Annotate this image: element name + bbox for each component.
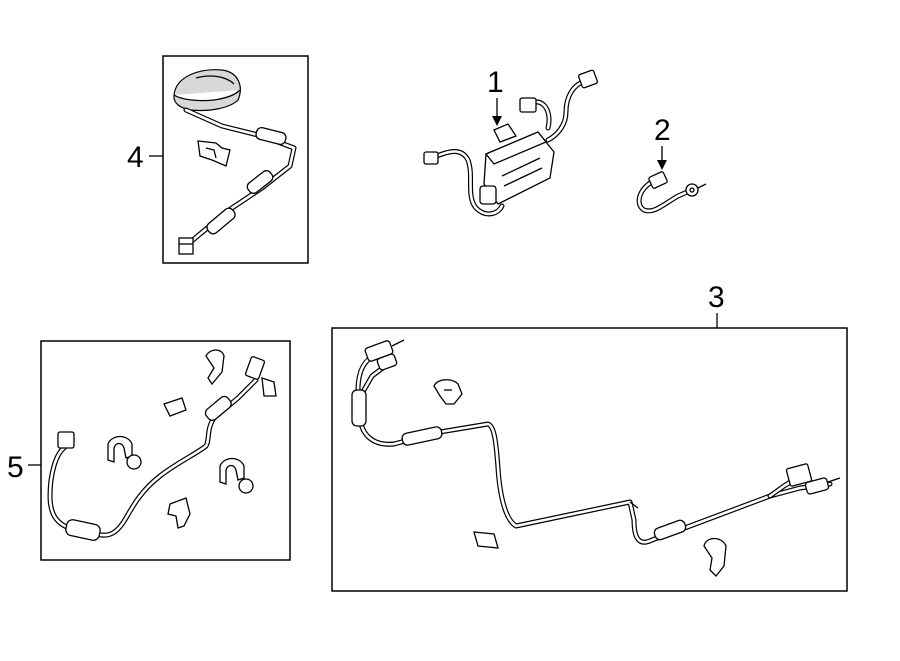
callout-4-label: 4 — [127, 141, 144, 174]
part-2-group[interactable]: 2 — [636, 114, 707, 214]
callout-2-label: 2 — [654, 114, 671, 147]
part-4-group[interactable]: 4 — [127, 55, 309, 264]
callout-1-arrowhead — [492, 116, 502, 126]
part-3-group[interactable]: 3 — [331, 281, 848, 592]
part-4-frame — [162, 55, 309, 264]
callout-5-label: 5 — [7, 451, 24, 484]
part-3-frame — [331, 327, 848, 592]
callout-1-label: 1 — [487, 66, 504, 99]
shark-fin-antenna-with-cable-icon — [173, 69, 297, 255]
callout-2-arrowhead — [657, 160, 667, 170]
callout-3-label: 3 — [708, 281, 725, 314]
part-1-group[interactable]: 1 — [423, 66, 598, 217]
antenna-cable-with-clips-icon — [47, 349, 277, 541]
antenna-cable-harness-icon — [351, 339, 841, 577]
part-5-frame — [40, 340, 291, 561]
part-5-group[interactable]: 5 — [7, 340, 291, 561]
ground-strap-cable-icon — [636, 171, 707, 214]
antenna-amplifier-module-icon — [423, 69, 598, 217]
